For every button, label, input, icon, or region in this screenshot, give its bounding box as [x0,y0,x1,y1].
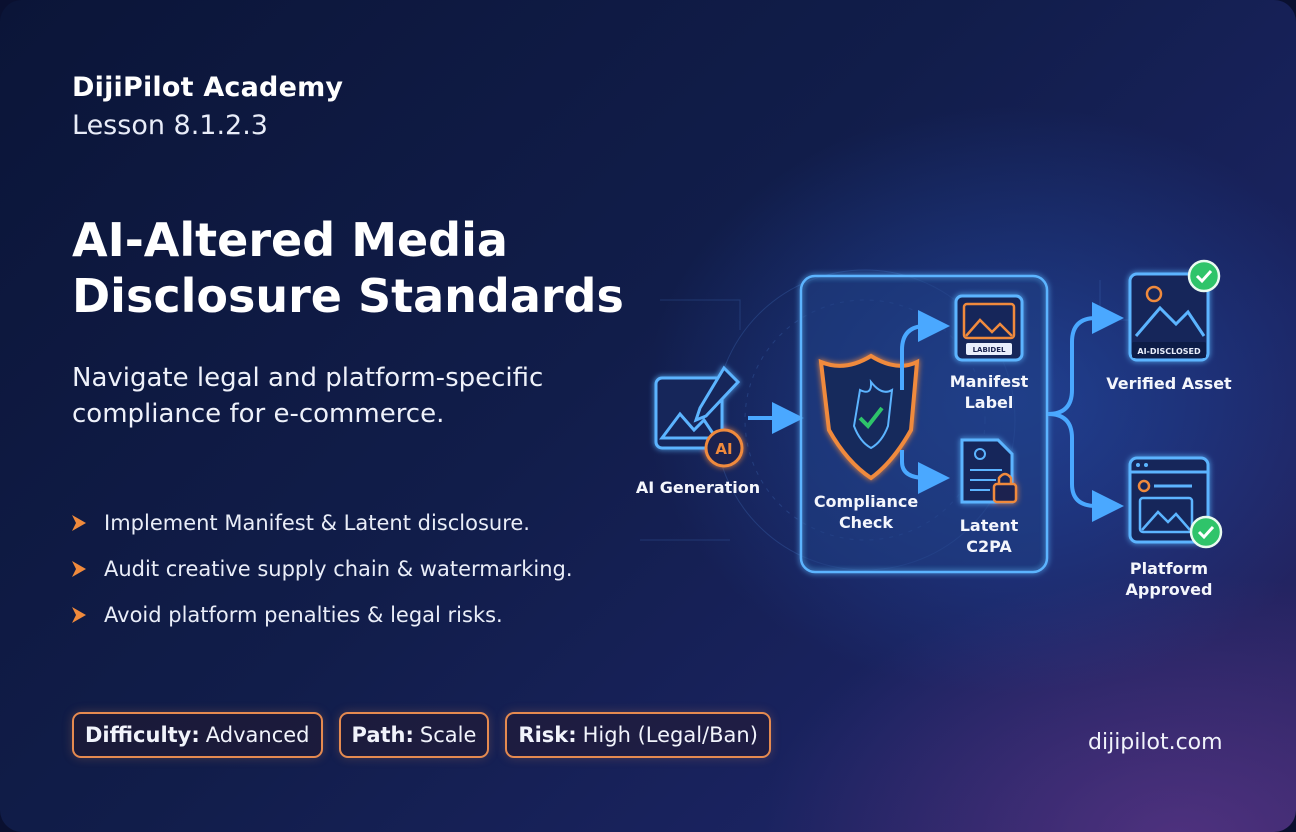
badge-key: Difficulty: [85,723,200,747]
image-label-icon [954,294,1024,362]
title-line-2: Disclosure Standards [72,269,624,323]
path-badge: Path: Scale [338,712,490,758]
verified-asset-icon [1128,272,1210,362]
site-url[interactable]: dijipilot.com [1088,730,1223,755]
list-item: Avoid platform penalties & legal risks. [72,592,573,638]
flow-arrow [1047,412,1124,522]
badge-value: Scale [419,723,477,747]
ai-badge-text: AI [715,440,732,458]
node-label-ai-generation: AI Generation [635,478,761,497]
subtitle: Navigate legal and platform-specific com… [72,363,544,429]
risk-badge: Risk: High (Legal/Ban) [505,712,771,758]
chevron-right-icon [72,607,86,623]
bullet-text: Avoid platform penalties & legal risks. [104,603,503,627]
node-label-latent: Latent C2PA [959,516,1019,556]
check-circle-icon [1189,515,1223,549]
badge-row: Difficulty: Advanced Path: Scale Risk: H… [72,712,771,758]
badge-key: Risk: [518,723,577,747]
badge-value: Advanced [205,723,310,747]
list-item: Implement Manifest & Latent disclosure. [72,500,573,546]
page-title: AI-Altered Media Disclosure Standards [72,212,652,324]
check-circle-icon [1187,259,1221,293]
bullet-text: Implement Manifest & Latent disclosure. [104,511,530,535]
bullet-text: Audit creative supply chain & watermarki… [104,557,573,581]
difficulty-badge: Difficulty: Advanced [72,712,323,758]
node-label-platform: Platform Approved [1125,559,1213,599]
flow-arrow [900,450,950,494]
lesson-number: Lesson 8.1.2.3 [72,110,268,141]
verified-tag-text: AI-DISCLOSED [1137,347,1201,356]
manifest-tag-text: LABIDEL [973,346,1006,354]
list-item: Audit creative supply chain & watermarki… [72,546,573,592]
document-lock-icon [960,438,1018,504]
flow-arrow [900,310,950,390]
badge-value: High (Legal/Ban) [582,723,758,747]
brand-name: DijiPilot Academy [72,72,344,103]
shield-icon [818,353,920,481]
node-label-compliance: Compliance Check [813,492,919,532]
objective-list: Implement Manifest & Latent disclosure. … [72,500,573,638]
flow-arrow [1047,302,1124,416]
ai-generation-icon [654,365,744,468]
chevron-right-icon [72,561,86,577]
compliance-flow-diagram: AI LABIDEL [640,259,1223,574]
node-label-manifest: Manifest Label [949,372,1029,412]
chevron-right-icon [72,515,86,531]
badge-key: Path: [351,723,414,747]
browser-window-icon [1128,456,1210,544]
title-line-1: AI-Altered Media [72,213,508,267]
node-label-verified: Verified Asset [1106,374,1232,393]
